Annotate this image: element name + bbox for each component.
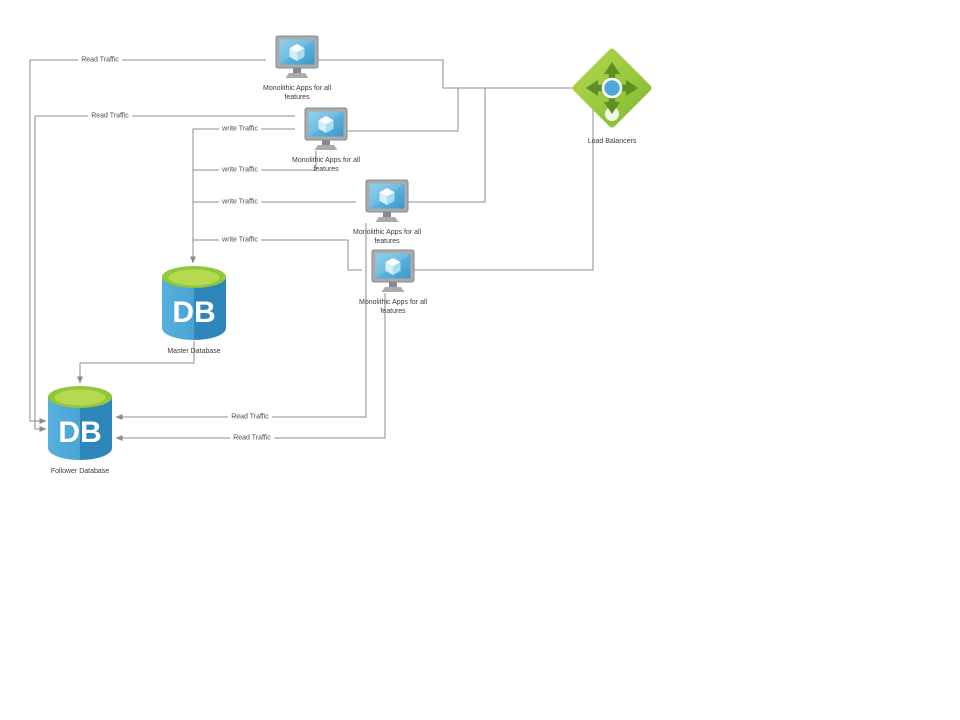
edge-lb-to-app3	[399, 87, 576, 205]
db-icon-text: DB	[172, 296, 215, 329]
vm-icon	[275, 35, 319, 78]
node-label: Master Database	[167, 348, 221, 355]
edge-label-app1-read-follower: Read Traffic	[78, 56, 122, 64]
node-monolithic-apps-3[interactable]: Monolithic Apps for all features	[353, 179, 421, 246]
node-monolithic-apps-2[interactable]: Monolithic Apps for all features	[292, 107, 360, 174]
node-label: Monolithic Apps for all features	[353, 229, 422, 246]
edge-label-app2-write-master: write Traffic	[219, 125, 261, 133]
node-label: Follower Database	[50, 468, 110, 475]
node-load-balancers[interactable]: Load Balancers	[572, 48, 652, 146]
edge-label-app2-write-master-2: write Traffic	[219, 166, 261, 174]
edge-app2-write-master	[190, 128, 295, 264]
node-master-database[interactable]: DB Master Database	[160, 265, 228, 356]
database-icon: DB	[162, 266, 226, 340]
node-label: Load Balancers	[587, 138, 637, 145]
node-monolithic-apps-1[interactable]: Monolithic Apps for all features	[263, 35, 331, 102]
edge-label-app2-read-follower: Read Traffic	[88, 112, 132, 120]
edge-app4-read-follower	[115, 293, 386, 441]
edge-label-app4-read-follower: Read Traffic	[230, 434, 274, 442]
edge-lb-to-app2	[337, 87, 576, 134]
edge-label-app4-write-master: write Traffic	[219, 236, 261, 244]
edge-lb-to-app4	[405, 105, 594, 273]
edge-label-app3-write-master: write Traffic	[219, 198, 261, 206]
load-balancer-icon	[572, 48, 652, 128]
vm-icon	[365, 179, 409, 222]
vm-icon	[304, 107, 348, 150]
edge-app4-write-master	[193, 239, 362, 271]
edge-lb-to-app1	[308, 57, 576, 89]
node-label: Monolithic Apps for all features	[359, 299, 428, 316]
edge-master-to-follower	[77, 341, 195, 384]
node-follower-database[interactable]: DB Follower Database	[46, 385, 114, 476]
node-monolithic-apps-4[interactable]: Monolithic Apps for all features	[359, 249, 427, 316]
edge-label-app3-read-follower: Read Traffic	[228, 413, 272, 421]
vm-icon	[371, 249, 415, 292]
node-label: Monolithic Apps for all features	[292, 157, 361, 174]
db-icon-text: DB	[58, 416, 101, 449]
edge-app1-read-follower	[29, 59, 266, 424]
edge-app3-read-follower	[115, 223, 367, 420]
database-icon: DB	[48, 386, 112, 460]
node-label: Monolithic Apps for all features	[263, 85, 332, 102]
edge-app2-read-follower	[34, 115, 295, 432]
